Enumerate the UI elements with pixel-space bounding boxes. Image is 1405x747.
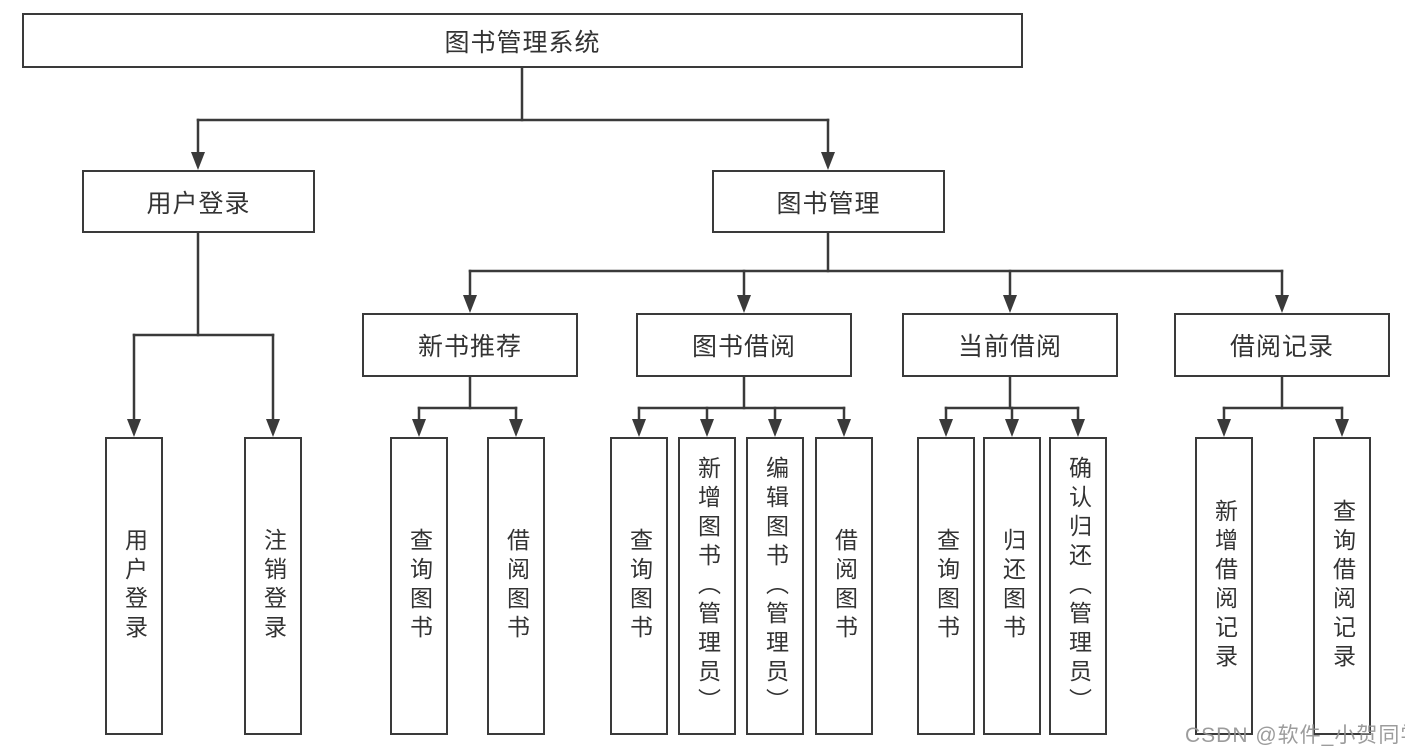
leaf-return-books: 归还图书 <box>983 437 1041 735</box>
leaf-add-books-admin: 新增图书（管理员） <box>678 437 736 735</box>
node-label: 用户登录 <box>146 189 251 218</box>
node-label: 图书管理系统 <box>444 28 601 57</box>
node-label: 查询图书 <box>933 528 960 644</box>
leaf-borrow-books: 借阅图书 <box>815 437 873 735</box>
leaf-query-books-current: 查询图书 <box>917 437 975 735</box>
node-user-login: 用户登录 <box>82 170 315 233</box>
leaf-add-borrow-record: 新增借阅记录 <box>1195 437 1253 735</box>
arrowheads <box>127 152 1349 437</box>
node-label: 借阅记录 <box>1229 333 1334 361</box>
node-borrowing-records: 借阅记录 <box>1174 313 1390 377</box>
node-label: 编辑图书（管理员） <box>762 455 789 717</box>
leaf-logout: 注销登录 <box>244 437 302 735</box>
node-book-management: 图书管理 <box>712 170 945 233</box>
node-label: 归还图书 <box>999 528 1026 644</box>
node-label: 借阅图书 <box>831 528 858 644</box>
node-label: 图书管理 <box>776 189 881 218</box>
node-new-book-recommend: 新书推荐 <box>362 313 578 377</box>
node-label: 查询图书 <box>626 528 653 644</box>
leaf-borrow-books-recommend: 借阅图书 <box>487 437 545 735</box>
node-label: 用户登录 <box>121 528 148 644</box>
node-label: 查询借阅记录 <box>1329 499 1356 673</box>
node-label: 查询图书 <box>406 528 433 644</box>
leaf-edit-books-admin: 编辑图书（管理员） <box>746 437 804 735</box>
node-label: 注销登录 <box>260 528 287 644</box>
leaf-confirm-return-admin: 确认归还（管理员） <box>1049 437 1107 735</box>
node-label: 确认归还（管理员） <box>1065 455 1092 717</box>
leaf-user-login: 用户登录 <box>105 437 163 735</box>
node-label: 新增图书（管理员） <box>694 455 721 717</box>
leaf-query-books-borrow: 查询图书 <box>610 437 668 735</box>
leaf-query-borrow-record: 查询借阅记录 <box>1313 437 1371 735</box>
node-label: 图书借阅 <box>691 333 796 361</box>
node-label: 当前借阅 <box>957 333 1062 361</box>
node-label: 借阅图书 <box>503 528 530 644</box>
leaf-query-books-recommend: 查询图书 <box>390 437 448 735</box>
node-library-management-system: 图书管理系统 <box>22 13 1023 68</box>
csdn-watermark: CSDN @软件_小贺同学 <box>1185 724 1405 747</box>
node-current-borrowing: 当前借阅 <box>902 313 1118 377</box>
node-label: 新增借阅记录 <box>1211 499 1238 673</box>
node-book-borrowing: 图书借阅 <box>636 313 852 377</box>
node-label: 新书推荐 <box>417 333 522 361</box>
